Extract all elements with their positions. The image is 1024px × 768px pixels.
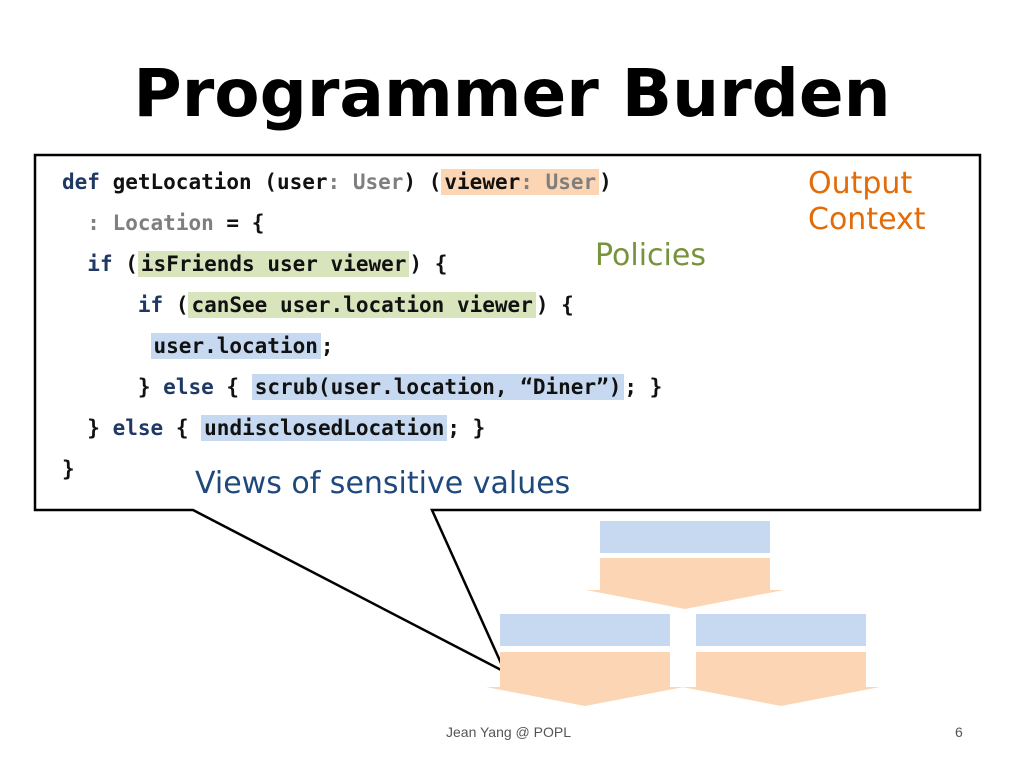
type-separator: :: [327, 170, 341, 194]
keyword-if: if: [137, 293, 164, 317]
left-output-arrow: [486, 687, 684, 706]
semicolon-brace: ; }: [624, 375, 663, 399]
output-context-label: Output Context: [808, 166, 926, 237]
brace-close: }: [62, 457, 75, 481]
viewer-param: viewer: [444, 170, 521, 194]
right-view-block: [696, 614, 866, 646]
paren-open: (: [125, 252, 138, 276]
top-output-block: [600, 558, 770, 590]
code-line: : Location = {: [62, 205, 662, 246]
paren-open: (: [428, 170, 442, 194]
code-line: } else { undisclosedLocation; }: [62, 410, 662, 451]
viewer-type: User: [545, 170, 597, 194]
semicolon-brace: ; }: [447, 416, 486, 440]
paren-close-brace: ) {: [535, 293, 574, 317]
paren-close: ): [403, 170, 417, 194]
brace-close: }: [137, 375, 151, 399]
semicolon: ;: [320, 334, 334, 358]
return-type-separator: :: [87, 211, 100, 235]
top-output-arrow: [586, 590, 784, 609]
return-type: Location: [112, 211, 214, 235]
right-output-arrow: [682, 687, 880, 706]
paren-close: ): [599, 170, 612, 194]
code-line: }: [62, 451, 662, 492]
code-line: if (canSee user.location viewer) {: [62, 287, 662, 328]
view-highlight-scrub: scrub(user.location, “Diner”): [251, 374, 625, 400]
left-output-block: [500, 652, 670, 687]
code-block: def getLocation (user: User) (viewer: Us…: [62, 164, 662, 492]
slide-title: Programmer Burden: [133, 55, 891, 132]
assignment: = {: [226, 211, 265, 235]
function-signature: getLocation (user: [112, 170, 328, 194]
policy-highlight-isfriends: isFriends user viewer: [137, 251, 410, 277]
user-type: User: [352, 170, 404, 194]
left-view-block: [500, 614, 670, 646]
keyword-else: else: [112, 416, 164, 440]
policy-highlight-cansee: canSee user.location viewer: [188, 292, 536, 318]
view-highlight-location: user.location: [150, 333, 321, 359]
code-line: user.location;: [62, 328, 662, 369]
view-hierarchy-diagram: [486, 521, 880, 706]
output-context-highlight: viewer: User: [441, 169, 600, 195]
code-line: def getLocation (user: User) (viewer: Us…: [62, 164, 662, 205]
keyword-if: if: [87, 252, 113, 276]
paren-open: (: [175, 293, 189, 317]
keyword-def: def: [62, 170, 100, 194]
brace-open: {: [175, 416, 189, 440]
views-label: Views of sensitive values: [195, 466, 571, 501]
policies-label: Policies: [595, 238, 706, 273]
slide-footer: Jean Yang @ POPL: [446, 724, 571, 740]
code-line: } else { scrub(user.location, “Diner”); …: [62, 369, 662, 410]
code-line: if (isFriends user viewer) {: [62, 246, 662, 287]
top-view-block: [600, 521, 770, 553]
speech-bubble-outline: [33, 153, 982, 675]
right-output-block: [696, 652, 866, 687]
type-separator: :: [520, 170, 533, 194]
brace-open: {: [226, 375, 240, 399]
paren-close-brace: ) {: [409, 252, 448, 276]
page-number: 6: [955, 724, 963, 740]
view-highlight-undisclosed: undisclosedLocation: [201, 415, 448, 441]
brace-close: }: [87, 416, 100, 440]
keyword-else: else: [163, 375, 214, 399]
